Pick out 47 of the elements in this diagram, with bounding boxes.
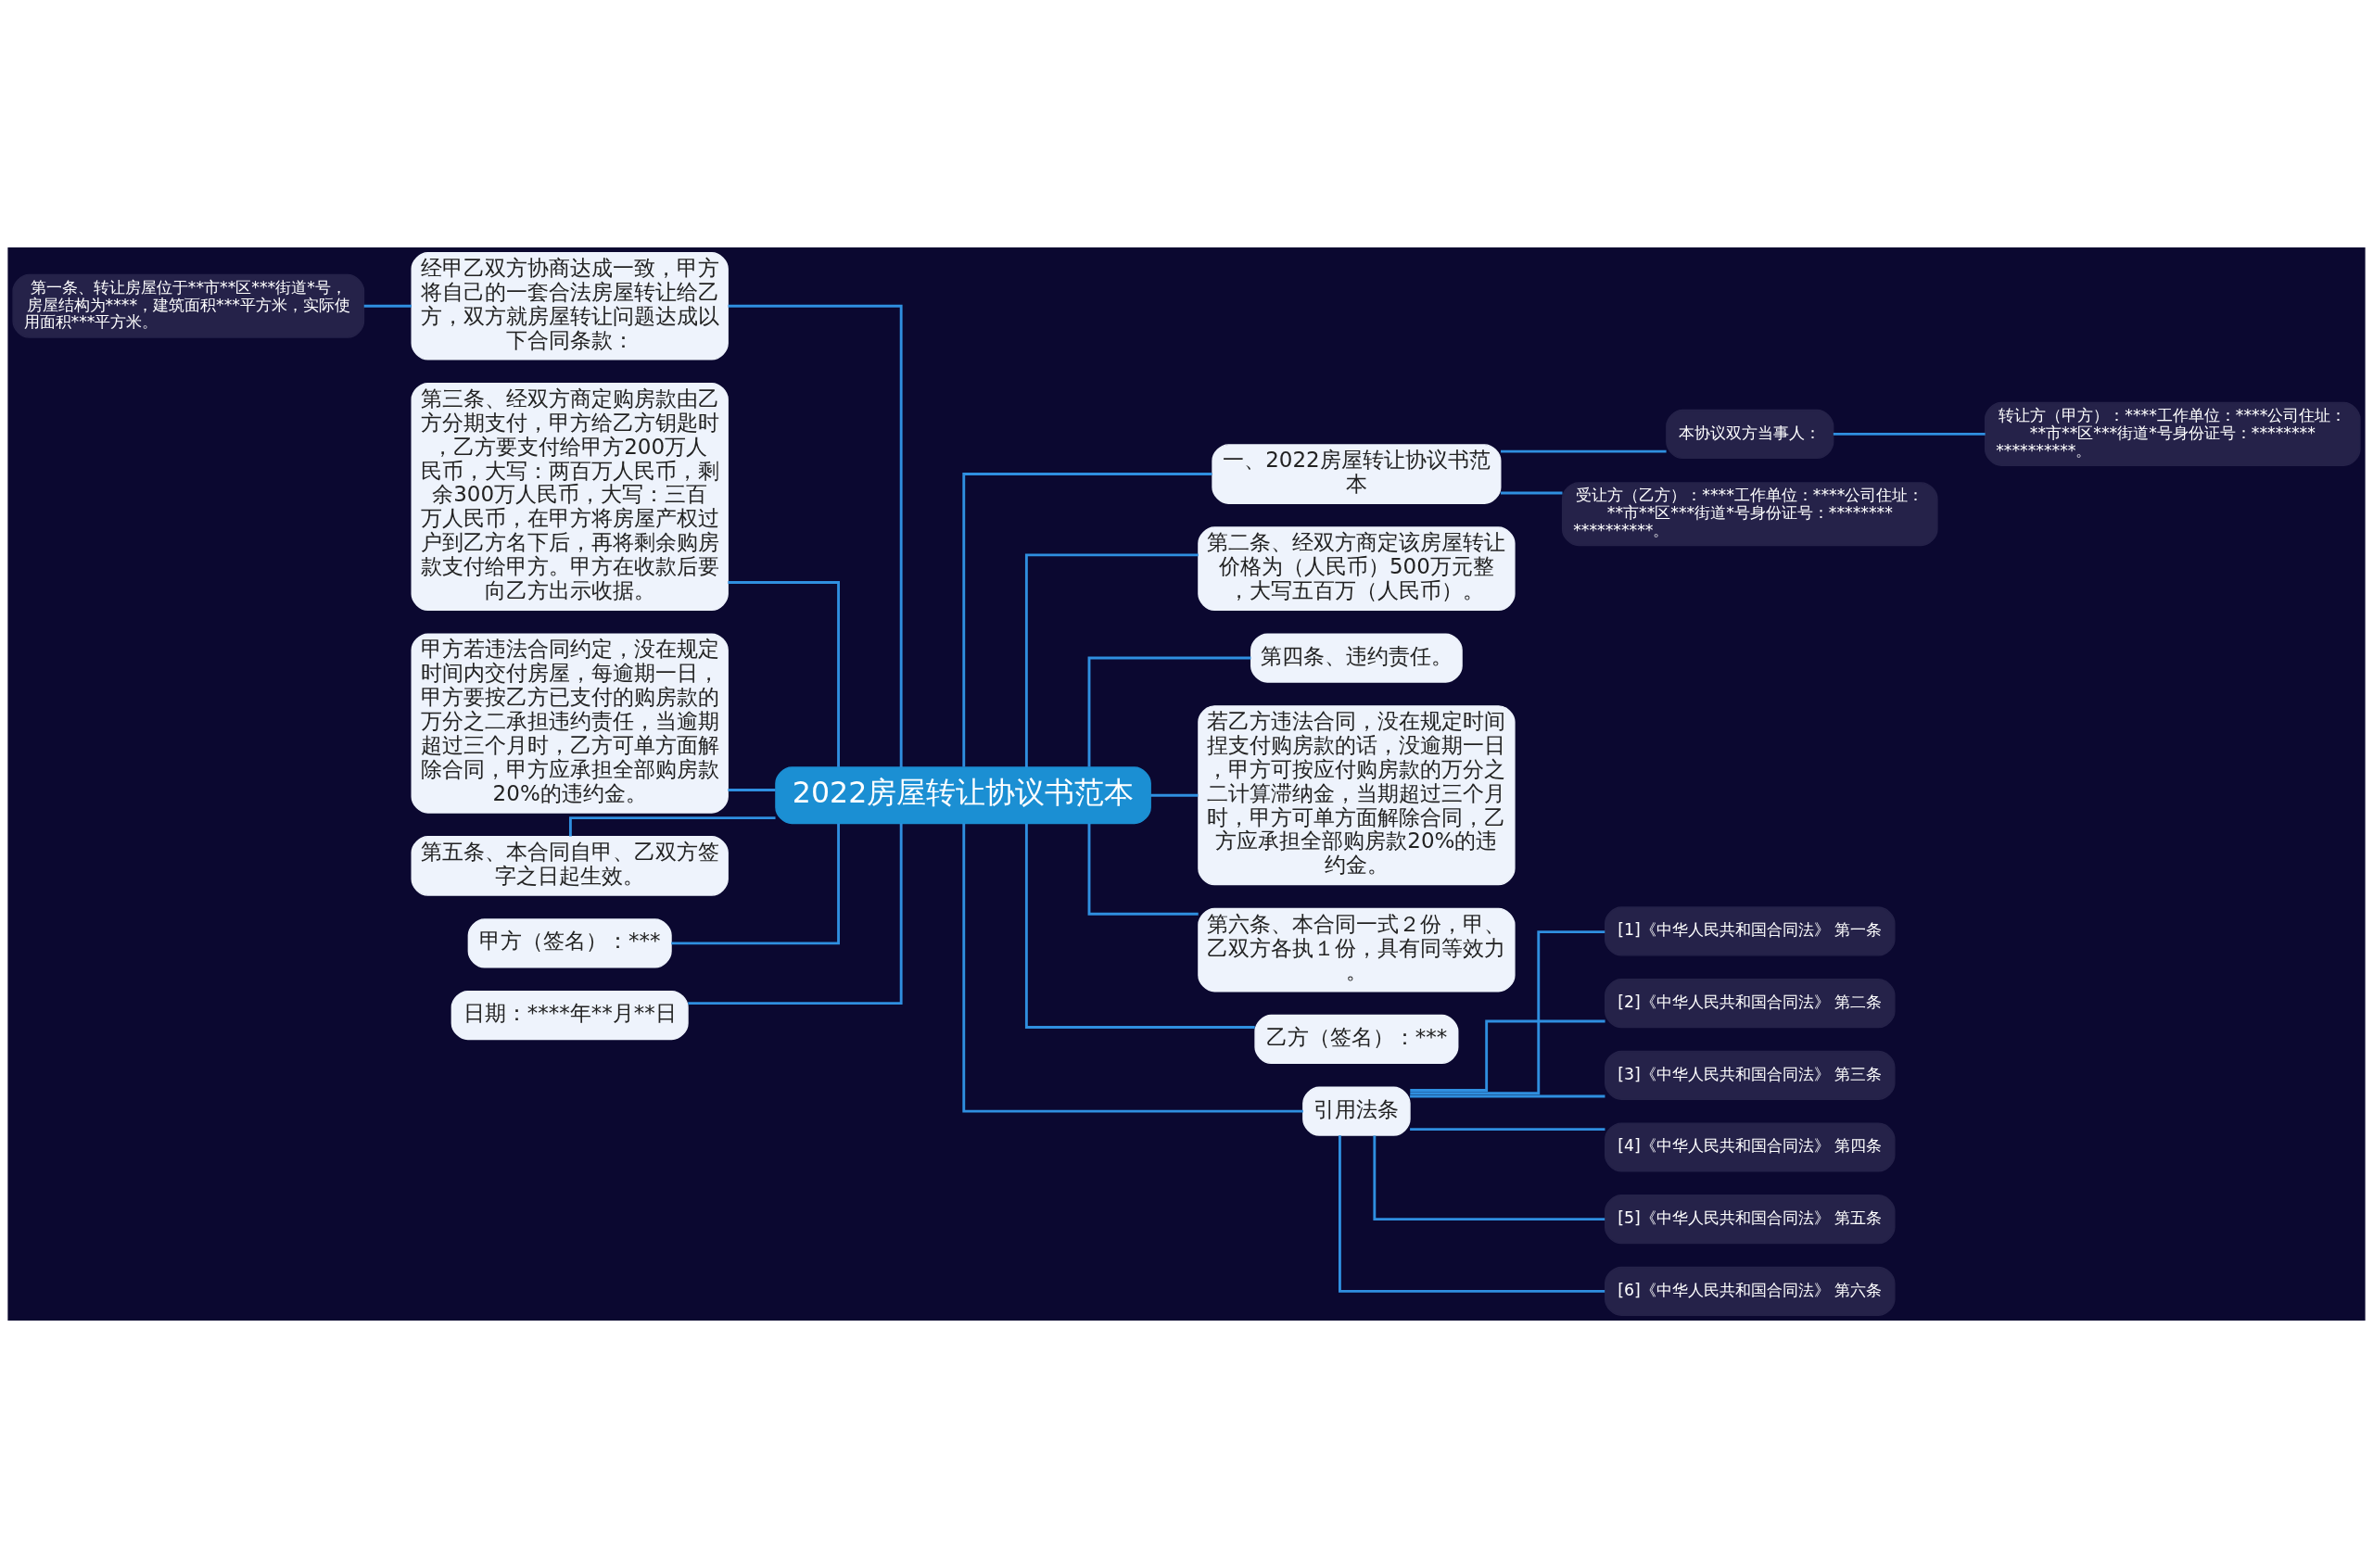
node-box: 甲方（签名）：*** [467,918,672,968]
connector [568,816,776,837]
node-box: 第一条、转让房屋位于**市**区***街道*号，房屋结构为****，建筑面积***平方米，实际使用面积***平方米。 [12,273,365,338]
connector [1024,553,1199,767]
node-box: 一、2022房屋转让协议书范本 [1212,444,1502,504]
connector [1024,823,1255,1029]
node-box: 经甲乙双方协商达成一致，甲方将自己的一套合法房屋转让给乙方，双方就房屋转让问题达成以下合同条款： [411,252,729,360]
node-box: 本协议双方当事人： [1666,409,1834,459]
connector [1501,491,1563,495]
connector [1410,1019,1605,1092]
node-box: [1]《中华人民共和国合同法》 第一条 [1604,906,1896,956]
connector [1410,1128,1605,1131]
node-box: 乙方（签名）：*** [1254,1014,1459,1065]
connector [962,823,1303,1113]
node-box: [6]《中华人民共和国合同法》 第六条 [1604,1266,1896,1316]
node-box: 受让方（乙方）：****工作单位：****公司住址：**市**区***街道*号身份证号：******************。 [1561,482,1938,547]
connector [1087,823,1199,916]
connector [1410,1094,1605,1098]
node-box: 引用法条 [1302,1086,1411,1136]
connector [1410,930,1605,1095]
connector [728,581,840,767]
node-box: [5]《中华人民共和国合同法》 第五条 [1604,1195,1896,1245]
connector [1833,432,1986,436]
connector [728,789,776,791]
connector [1373,1135,1605,1221]
connector [1087,656,1251,767]
connector [1150,793,1199,797]
node-box: 日期：****年**月**日 [450,990,689,1041]
connector [1501,449,1667,453]
node-box: 转让方（甲方）：****工作单位：****公司住址：**市**区***街道*号身份证号：******************。 [1984,401,2361,466]
node-box: [4]《中华人民共和国合同法》 第四条 [1604,1122,1896,1172]
node-box: 甲方若违法合同约定，没在规定时间内交付房屋，每逾期一日，甲方要按乙方已支付的购房款的万分之二承担违约责任，当逾期超过三个月时，乙方可单方面解除合同，甲方应承担全部购房款20%的违约金。 [411,633,729,814]
connector [962,473,1212,767]
node-box: [2]《中华人民共和国合同法》 第二条 [1604,979,1896,1029]
connector [363,304,412,308]
node-box: 第六条、本合同一式２份，甲、乙双方各执１份，具有同等效力。 [1198,907,1516,993]
node-box: 第三条、经双方商定购房款由乙方分期支付，甲方给乙方钥匙时，乙方要支付给甲方200万人民币，大写：两百万人民币，剩余300万人民币，大写：三百万人民币，在甲方将房屋产权过户到乙方名下后，再将剩余购房款支付给甲方。甲方在收款后要向乙方出示收据。 [411,383,729,611]
node-box: [3]《中华人民共和国合同法》 第三条 [1604,1050,1896,1100]
node-box: 2022房屋转让协议书范本 [775,766,1151,825]
node-box: 第五条、本合同自甲、乙双方签字之日起生效。 [411,836,729,896]
connector [671,823,840,945]
connector [1339,1135,1605,1293]
node-box: 第四条、违约责任。 [1250,633,1463,683]
connector [688,823,903,1005]
node-box: 若乙方违法合同，没在规定时间捏支付购房款的话，没逾期一日，甲方可按应付购房款的万分之二计算滞纳金，当期超过三个月时，甲方可单方面解除合同，乙方应承担全部购房款20%的违约金。 [1198,705,1516,886]
connector [728,304,903,767]
node-box: 第二条、经双方商定该房屋转让价格为（人民币）500万元整，大写五百万（人民币）。 [1198,526,1516,611]
